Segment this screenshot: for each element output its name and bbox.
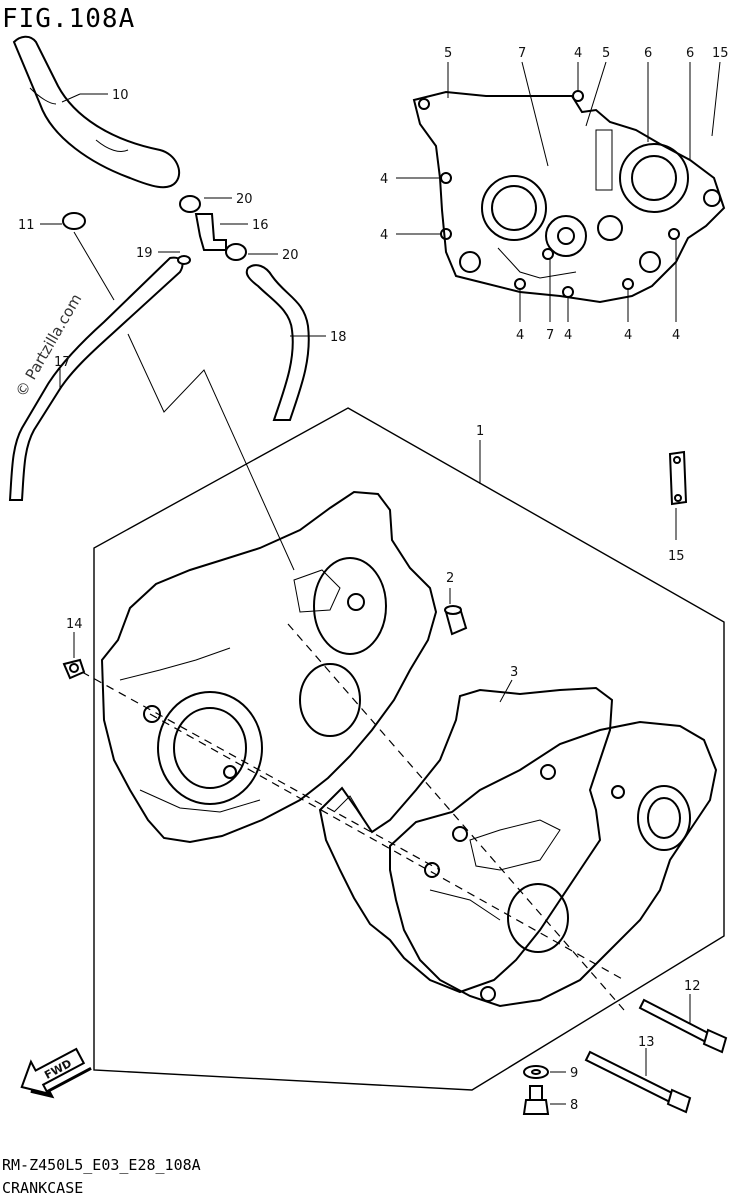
callout-5-left: 5 bbox=[444, 46, 452, 61]
nut-14[interactable] bbox=[62, 658, 86, 680]
callout-4-left-upper: 4 bbox=[380, 172, 388, 187]
callout-4-bottom-1: 4 bbox=[516, 328, 524, 343]
assembly-frame bbox=[93, 407, 725, 1091]
dowel-pin-2[interactable] bbox=[444, 605, 468, 636]
callout-15-top: 15 bbox=[712, 46, 729, 61]
callout-16: 16 bbox=[252, 218, 269, 233]
callout-19: 19 bbox=[136, 246, 153, 261]
clamp-20-upper[interactable] bbox=[179, 195, 201, 213]
clamp-19[interactable] bbox=[177, 255, 191, 265]
fwd-arrow-icon: FWD bbox=[20, 1047, 92, 1099]
callout-8: 8 bbox=[570, 1098, 578, 1113]
clamp-11[interactable] bbox=[62, 212, 86, 230]
callout-14: 14 bbox=[66, 617, 83, 632]
section-name: CRANKCASE bbox=[2, 1179, 83, 1197]
callout-12: 12 bbox=[684, 979, 701, 994]
crankcase-left-half[interactable] bbox=[100, 490, 438, 844]
callout-6-right: 6 bbox=[686, 46, 694, 61]
callout-1: 1 bbox=[476, 424, 484, 439]
callout-5-right: 5 bbox=[602, 46, 610, 61]
callout-15-bottom: 15 bbox=[668, 549, 685, 564]
callout-labels: 10 11 20 16 19 20 18 17 5 7 4 5 6 6 15 4… bbox=[18, 46, 729, 1113]
clamp-20-lower[interactable] bbox=[225, 243, 247, 261]
callout-4-top: 4 bbox=[574, 46, 582, 61]
bracket-15[interactable] bbox=[668, 450, 688, 506]
bolt-13[interactable] bbox=[584, 1050, 692, 1114]
callout-11: 11 bbox=[18, 218, 35, 233]
gasket-3[interactable] bbox=[318, 686, 614, 994]
callout-2: 2 bbox=[446, 571, 454, 586]
callout-4-bottom-2: 4 bbox=[564, 328, 572, 343]
callout-20-upper: 20 bbox=[236, 192, 253, 207]
callout-18: 18 bbox=[330, 330, 347, 345]
callout-13: 13 bbox=[638, 1035, 655, 1050]
callout-4-bottom-3: 4 bbox=[624, 328, 632, 343]
bolt-8[interactable] bbox=[522, 1085, 550, 1115]
breather-hose-18[interactable] bbox=[245, 264, 310, 421]
union-16[interactable] bbox=[194, 213, 227, 251]
callout-7-bottom: 7 bbox=[546, 328, 554, 343]
callout-6-left: 6 bbox=[644, 46, 652, 61]
callout-4-bottom-4: 4 bbox=[672, 328, 680, 343]
callout-7-top: 7 bbox=[518, 46, 526, 61]
model-code: RM-Z450L5_E03_E28_108A bbox=[2, 1156, 201, 1174]
breather-hose-10[interactable] bbox=[12, 35, 181, 189]
callout-20-lower: 20 bbox=[282, 248, 299, 263]
callout-10: 10 bbox=[112, 88, 129, 103]
callout-3: 3 bbox=[510, 665, 518, 680]
callout-4-left-lower: 4 bbox=[380, 228, 388, 243]
washer-9[interactable] bbox=[523, 1065, 549, 1079]
callout-leaders bbox=[40, 93, 677, 703]
breather-hose-17[interactable] bbox=[8, 256, 184, 501]
callout-9: 9 bbox=[570, 1066, 578, 1081]
inner-view-leaders bbox=[396, 61, 721, 322]
callout-17: 17 bbox=[54, 355, 71, 370]
crankcase-inner-view bbox=[412, 90, 726, 304]
bolt-12[interactable] bbox=[638, 998, 728, 1054]
crankcase-right-half[interactable] bbox=[389, 720, 718, 1008]
figure-title: FIG.108A bbox=[2, 4, 135, 34]
